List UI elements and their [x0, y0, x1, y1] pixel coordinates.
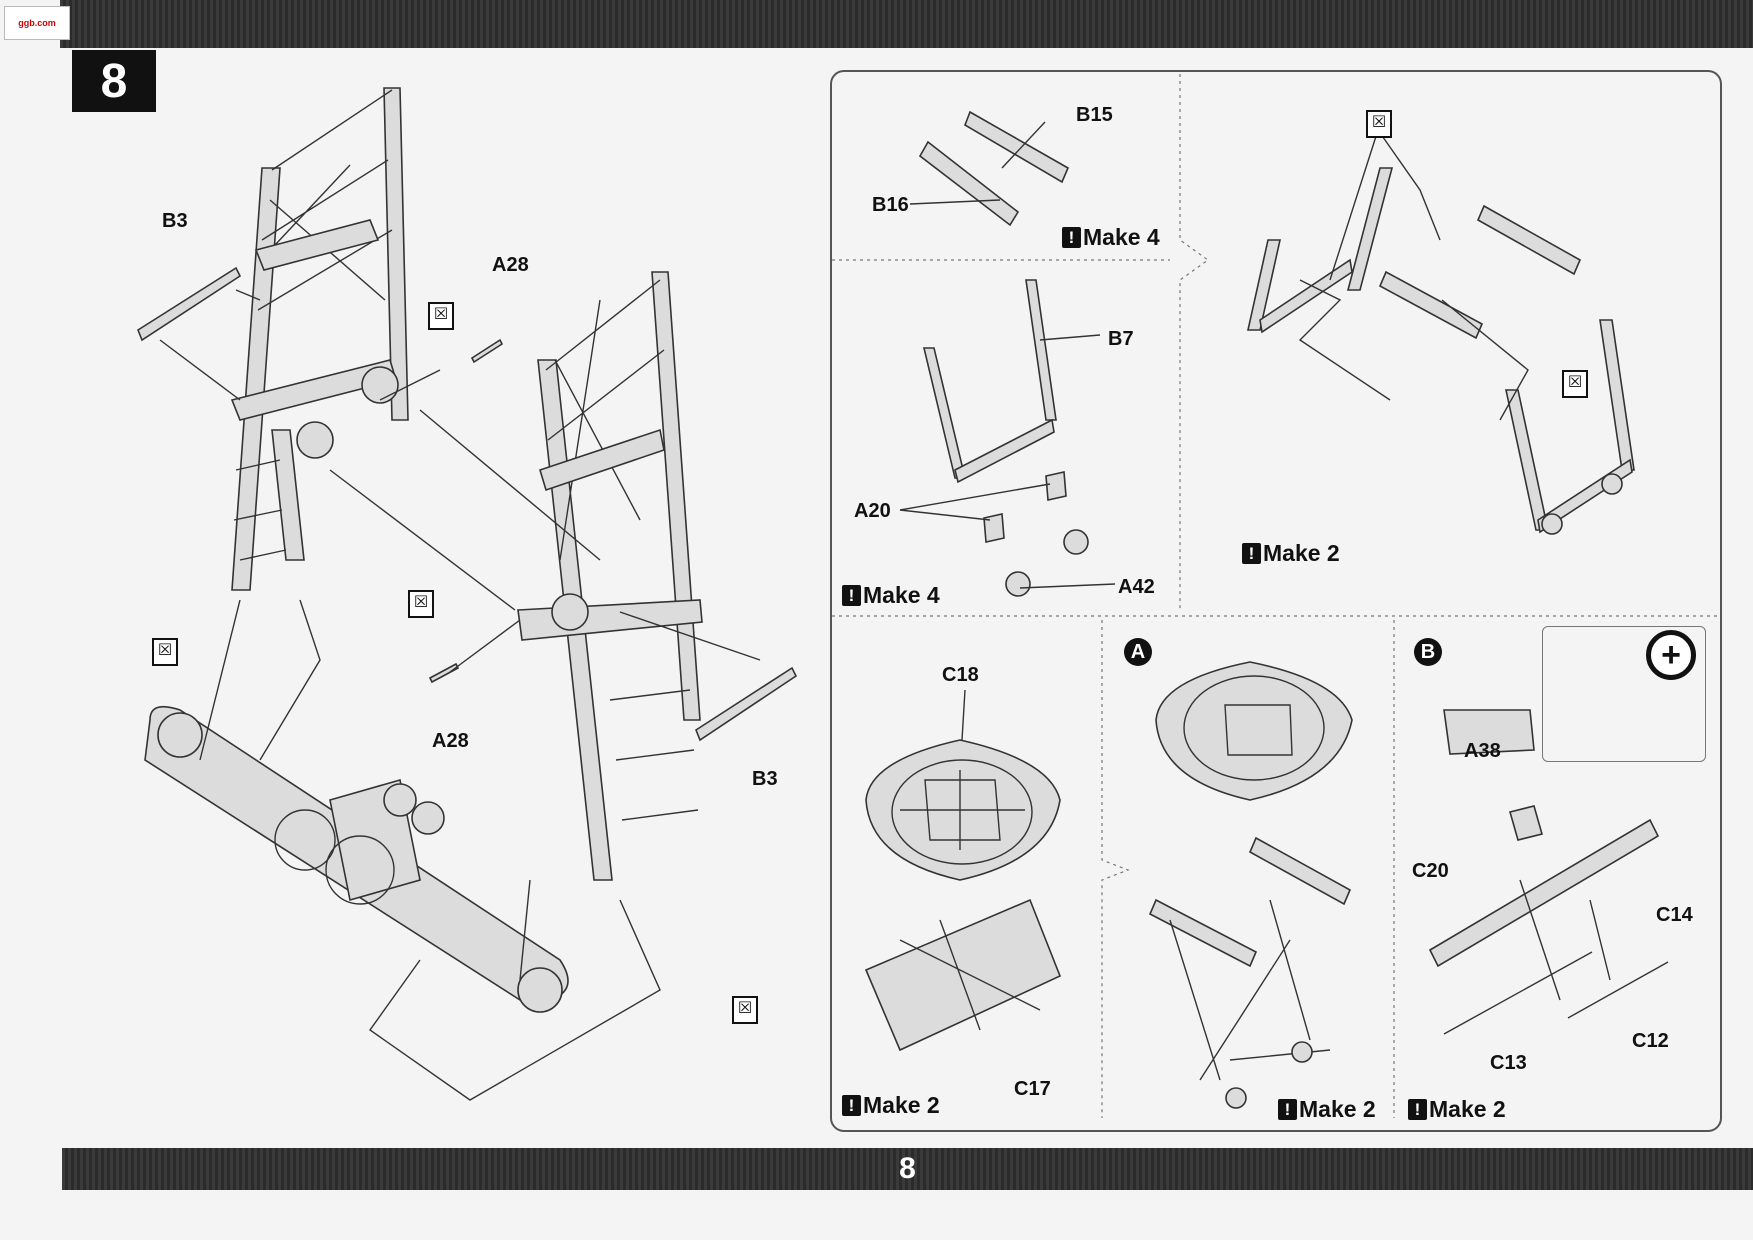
magnify-plus-icon: +: [1646, 630, 1696, 680]
exclamation-icon: !: [1278, 1099, 1297, 1120]
make-note-section-a: !Make 2: [1278, 1096, 1376, 1123]
part-section-a: [1148, 661, 1353, 1109]
exclamation-icon: !: [842, 1095, 861, 1116]
label-a28-upper: A28: [492, 254, 529, 276]
label-b3-right: B3: [752, 768, 778, 790]
pin-a28-upper: [470, 338, 504, 364]
label-b7: B7: [1108, 328, 1134, 350]
part-section-b: [1428, 709, 1669, 1035]
make-text: Make 2: [863, 1092, 940, 1118]
make-note-frame: !Make 2: [1242, 540, 1340, 567]
no-glue-icon: ☒: [732, 996, 758, 1024]
label-c18: C18: [942, 664, 979, 686]
make-text: Make 4: [863, 582, 940, 608]
exclamation-icon: !: [1242, 543, 1261, 564]
exclamation-icon: !: [1408, 1099, 1427, 1120]
make-note-b15: !Make 4: [1062, 224, 1160, 251]
label-c20: C20: [1412, 860, 1449, 882]
section-a-marker: A: [1124, 638, 1152, 666]
right-tower: [517, 271, 703, 881]
label-b16: B16: [872, 194, 909, 216]
part-b7: [899, 279, 1116, 597]
left-tower: [230, 87, 409, 591]
make-text: Make 2: [1263, 540, 1340, 566]
page-number: 8: [899, 1152, 916, 1185]
no-glue-icon: ☒: [1366, 110, 1392, 138]
label-a20: A20: [854, 500, 891, 522]
no-glue-icon: ☒: [428, 302, 454, 330]
part-ring: [864, 689, 1062, 1052]
label-a28-lower: A28: [432, 730, 469, 752]
no-glue-icon: ☒: [1562, 370, 1588, 398]
make-text: Make 2: [1299, 1096, 1376, 1122]
step-number: 8: [72, 50, 156, 112]
site-watermark: ggb.com: [4, 6, 70, 40]
part-frame: [1247, 129, 1635, 535]
make-text: Make 4: [1083, 224, 1160, 250]
make-note-section-b: !Make 2: [1408, 1096, 1506, 1123]
rail-b3-left: [137, 266, 242, 342]
no-glue-icon: ☒: [152, 638, 178, 666]
rail-b3-right: [695, 666, 798, 742]
subassembly-panel: [830, 70, 1722, 1132]
section-b-marker: B: [1414, 638, 1442, 666]
detail-zoom-inset: [1542, 626, 1706, 762]
make-note-ring: !Make 2: [842, 1092, 940, 1119]
watermark-text: ggb.com: [18, 18, 56, 28]
label-c14: C14: [1656, 904, 1693, 926]
label-c17: C17: [1014, 1078, 1051, 1100]
label-a38: A38: [1464, 740, 1501, 762]
label-b15: B15: [1076, 104, 1113, 126]
pin-a28-lower: [428, 662, 460, 684]
label-c12: C12: [1632, 1030, 1669, 1052]
footer-bar: 8: [62, 1148, 1753, 1190]
make-text: Make 2: [1429, 1096, 1506, 1122]
label-b3-left: B3: [162, 210, 188, 232]
label-a42: A42: [1118, 576, 1155, 598]
label-c13: C13: [1490, 1052, 1527, 1074]
part-b15-b16: [909, 110, 1070, 227]
exclamation-icon: !: [842, 585, 861, 606]
no-glue-icon: ☒: [408, 590, 434, 618]
make-note-b7: !Make 4: [842, 582, 940, 609]
header-bar: [60, 0, 1753, 48]
base-chassis: [144, 705, 569, 1013]
exclamation-icon: !: [1062, 227, 1081, 248]
